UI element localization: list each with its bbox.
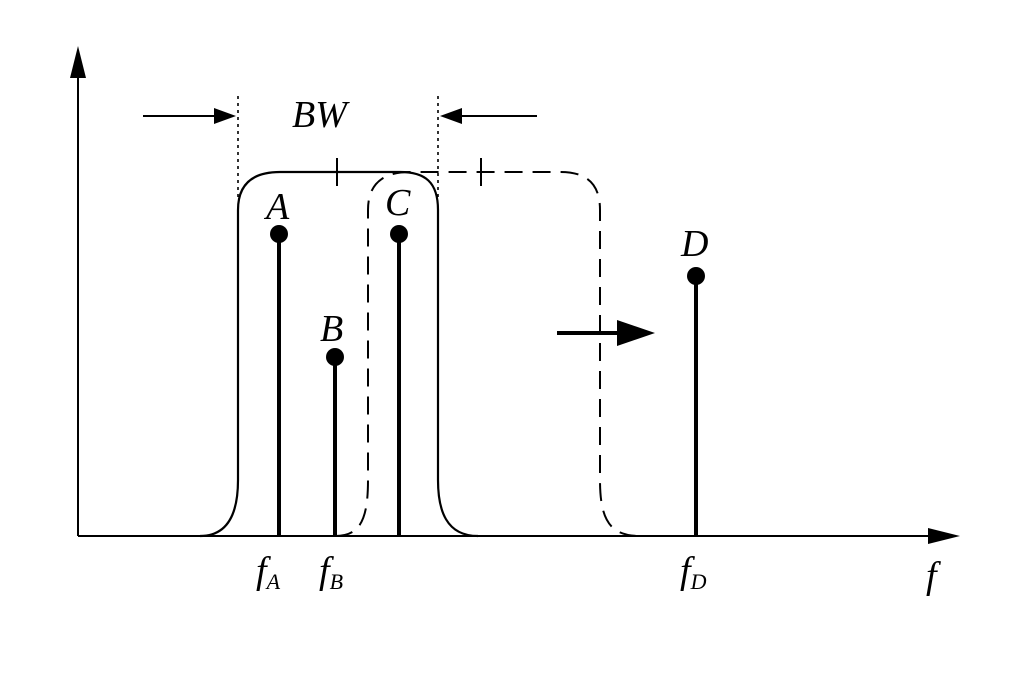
bw-right-arrowhead [440, 108, 462, 124]
filter-passband-solid [199, 170, 479, 538]
freq-label-fd: fD [680, 550, 707, 594]
signal-b-label: B [320, 308, 343, 350]
signal-b-dot [326, 348, 344, 366]
signal-d-label: D [680, 223, 708, 265]
filter-passband-shifted-dashed [334, 171, 641, 537]
shift-direction-arrowhead [617, 320, 655, 346]
signal-c-dot [390, 225, 408, 243]
freq-label-fa: fA [256, 550, 281, 594]
bw-left-arrowhead [214, 108, 236, 124]
signal-c-label: C [385, 182, 411, 224]
freq-label-fb: fB [319, 550, 343, 594]
bandwidth-label: BW [292, 94, 350, 136]
x-axis-label: f [926, 555, 941, 597]
signal-d-dot [687, 267, 705, 285]
y-axis-arrowhead [70, 46, 86, 78]
signal-a-label: A [263, 186, 290, 228]
signal-a-dot [270, 225, 288, 243]
x-axis-arrowhead [928, 528, 960, 544]
